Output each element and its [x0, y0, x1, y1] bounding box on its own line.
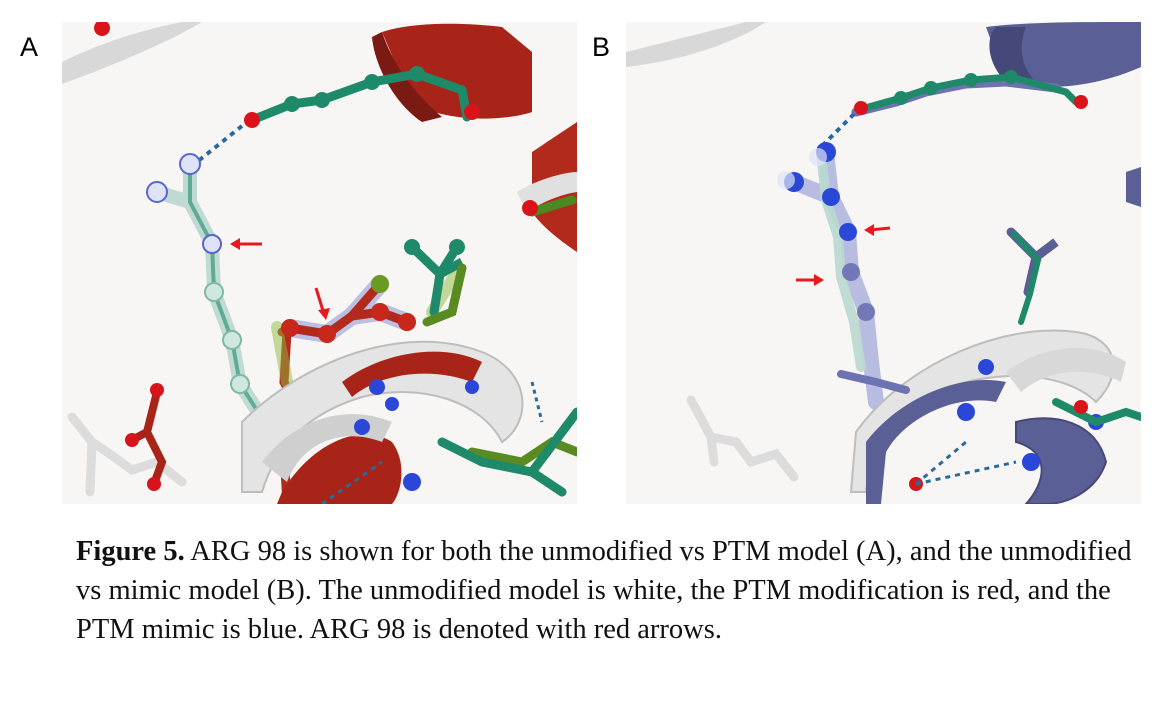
panel-b-label: B: [592, 32, 611, 62]
panel-a-image: [62, 22, 577, 504]
figure-caption: Figure 5. ARG 98 is shown for both the u…: [76, 532, 1136, 649]
panel-b-image: [626, 22, 1141, 504]
panel-a-label: A: [20, 32, 39, 62]
caption-text: ARG 98 is shown for both the unmodified …: [76, 536, 1132, 645]
caption-label: Figure 5.: [76, 536, 185, 567]
